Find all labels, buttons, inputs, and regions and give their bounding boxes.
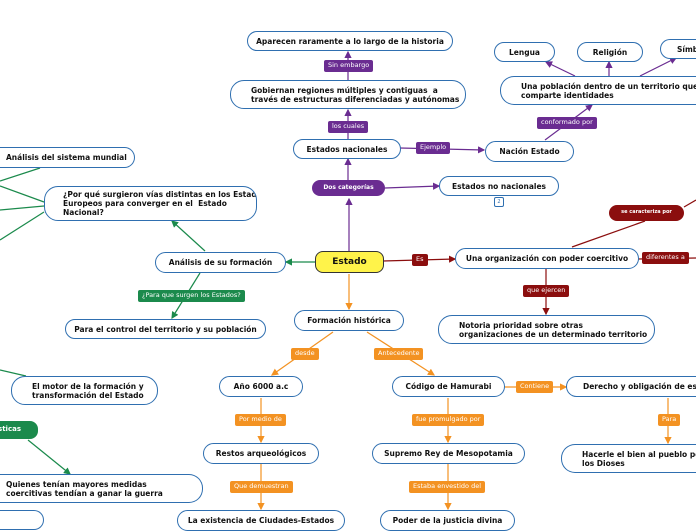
edge-porque-left1 — [0, 205, 45, 211]
link-los-cuales[interactable]: los cuales — [328, 121, 369, 133]
edge-poblacion-simbolos — [639, 57, 678, 77]
link-para[interactable]: Para — [658, 414, 681, 426]
collapsed-count-badge[interactable]: 2 — [494, 197, 504, 207]
node-poblacion[interactable]: Una población dentro de un territorio qu… — [500, 76, 696, 105]
node-organizacion[interactable]: Una organización con poder coercitivo — [455, 248, 639, 269]
edge-organizacion-caracteriza — [571, 220, 646, 248]
link-desde[interactable]: desde — [291, 348, 319, 360]
node-por-que[interactable]: ¿Por qué surgieron vías distintas en los… — [44, 186, 257, 221]
link-conformado-por[interactable]: conformado por — [537, 117, 597, 129]
node-partial-bottom-left[interactable] — [0, 510, 44, 530]
node-derecho[interactable]: Derecho y obligación de estado — [566, 376, 696, 397]
link-por-medio-de[interactable]: Por medio de — [235, 414, 286, 426]
node-control[interactable]: Para el control del territorio y su pobl… — [65, 319, 266, 339]
link-antecedente[interactable]: Antecedente — [374, 348, 424, 360]
node-ano[interactable]: Año 6000 a.c — [219, 376, 303, 397]
link-para-que[interactable]: ¿Para que surgen los Estados? — [138, 290, 245, 302]
edge-doscategorias-nonacionales — [384, 182, 441, 190]
link-dos-categorias[interactable]: Dos categorías — [312, 180, 385, 196]
root-node[interactable]: Estado — [315, 251, 384, 273]
edge-poblacion-lengua — [544, 61, 576, 77]
edge-motor-left — [0, 369, 27, 377]
node-simbolos[interactable]: Símbolos — [660, 39, 696, 59]
node-ciudades[interactable]: La existencia de Ciudades-Estados — [177, 510, 345, 531]
link-contiene[interactable]: Contiene — [516, 381, 554, 393]
link-que-demuestran[interactable]: Que demuestran — [230, 481, 293, 493]
link-diferentes-a[interactable]: diferentes a — [642, 252, 689, 264]
edge-esticas-quienes — [27, 439, 71, 475]
node-estados-nacionales[interactable]: Estados nacionales — [293, 139, 401, 159]
link-sin-embargo[interactable]: Sin embargo — [324, 60, 374, 72]
node-quienes[interactable]: Quienes tenían mayores medidas coercitiv… — [0, 474, 203, 503]
edge-mundial-left — [0, 167, 41, 182]
node-aparecen[interactable]: Aparecen raramente a lo largo de la hist… — [247, 31, 453, 51]
node-restos[interactable]: Restos arqueológicos — [203, 443, 319, 464]
edge-caracteriza-out — [683, 199, 696, 208]
node-motor[interactable]: El motor de la formación y transformació… — [11, 376, 158, 405]
link-que-ejercen[interactable]: que ejercen — [523, 285, 570, 297]
node-poder-justicia[interactable]: Poder de la justicia divina — [380, 510, 515, 531]
link-es[interactable]: Es — [412, 254, 428, 266]
node-analisis-mundial[interactable]: Análisis del sistema mundial — [0, 147, 135, 168]
node-hacerle[interactable]: Hacerle el bien al pueblo por los Dioses — [561, 444, 696, 473]
node-lengua[interactable]: Lengua — [494, 42, 555, 62]
node-gobiernan[interactable]: Gobiernan regiones múltiples y contiguas… — [230, 80, 466, 109]
edge-porque-left2 — [0, 211, 45, 241]
link-se-caracteriza-por[interactable]: se caracteriza por — [609, 205, 684, 221]
node-nacion-estado[interactable]: Nación Estado — [485, 141, 574, 162]
node-formacion-historica[interactable]: Formación histórica — [294, 310, 404, 331]
node-codigo[interactable]: Código de Hamurabi — [392, 376, 505, 397]
node-notoria[interactable]: Notoria prioridad sobre otras organizaci… — [438, 315, 655, 344]
node-religion[interactable]: Religión — [577, 42, 643, 62]
link-esticas[interactable]: ísticas — [0, 421, 38, 439]
link-ejemplo[interactable]: Ejemplo — [416, 142, 451, 154]
link-estaba-investido[interactable]: Estaba envestido del — [409, 481, 486, 493]
node-estados-no-nacionales[interactable]: Estados no nacionales — [439, 176, 559, 196]
link-fue-promulgado[interactable]: fue promulgado por — [412, 414, 485, 426]
edge-analisis-porque — [171, 220, 206, 252]
node-analisis-formacion[interactable]: Análisis de su formación — [155, 252, 286, 273]
node-supremo[interactable]: Supremo Rey de Mesopotamia — [372, 443, 525, 464]
edge-porque-mundial — [0, 185, 45, 203]
